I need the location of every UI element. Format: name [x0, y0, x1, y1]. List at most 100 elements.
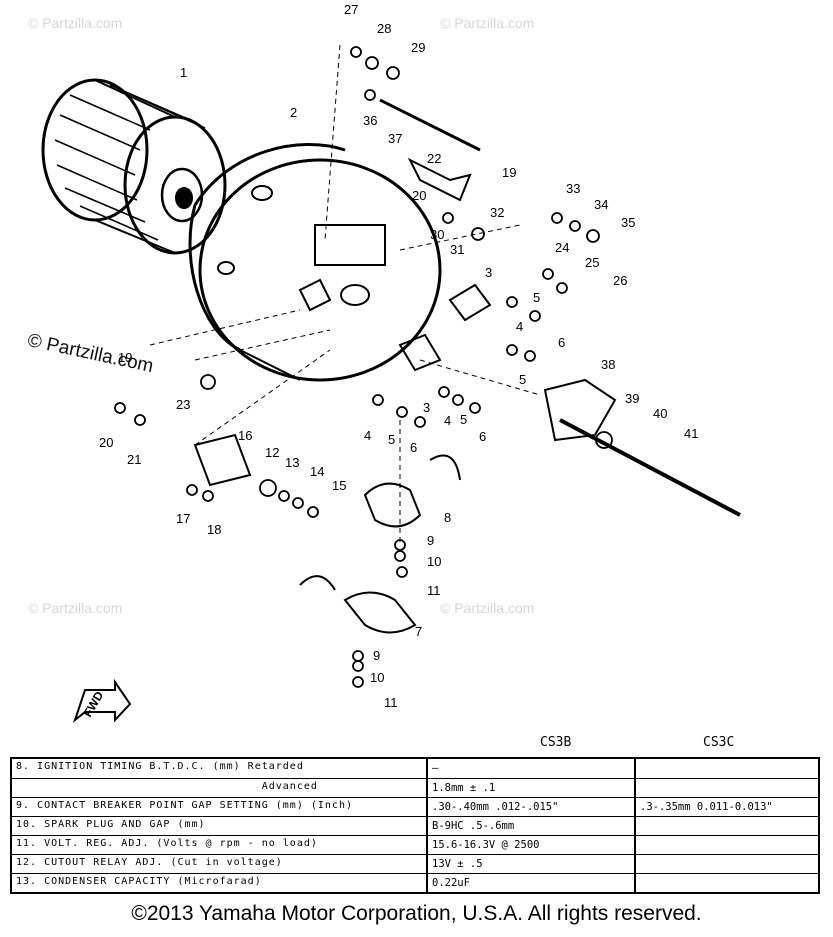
- part-callout: 30: [430, 227, 444, 242]
- long-bolt-part: [379, 98, 481, 152]
- row-label: 10. SPARK PLUG AND GAP (mm): [16, 819, 206, 830]
- part-callout: 6: [479, 429, 486, 444]
- condenser-part: [343, 591, 417, 634]
- row-label: 11. VOLT. REG. ADJ. (Volts @ rpm - no lo…: [16, 838, 318, 849]
- part-callout: 27: [344, 2, 358, 17]
- bracket-part: [407, 157, 472, 202]
- part-callout: 21: [127, 452, 141, 467]
- part-callout: 19: [502, 165, 516, 180]
- part-callout: 31: [450, 242, 464, 257]
- watermark: © Partzilla.com: [28, 15, 123, 31]
- bracket-plate-part: [193, 433, 252, 487]
- part-callout: 18: [207, 522, 221, 537]
- part-callout: 39: [625, 391, 639, 406]
- part-callout: 6: [410, 440, 417, 455]
- part-callout: 2: [290, 105, 297, 120]
- cs3b-value: 13V ± .5: [426, 855, 634, 873]
- part-callout: 16: [238, 428, 252, 443]
- table-row: 12. CUTOUT RELAY ADJ. (Cut in voltage) 1…: [12, 854, 818, 873]
- part-callout: 9: [373, 648, 380, 663]
- contact-breaker-part: [448, 283, 492, 322]
- table-row: 11. VOLT. REG. ADJ. (Volts @ rpm - no lo…: [12, 835, 818, 854]
- part-callout: 3: [485, 265, 492, 280]
- exploded-parts-diagram: 1 2 3 3 4 4 4 5 5 5 5 6 6 6 7 8 9 9 10 1…: [41, 2, 741, 723]
- fwd-arrow-icon: [72, 678, 132, 723]
- part-callout: 4: [444, 413, 451, 428]
- table-row: Advanced 1.8mm ± .1: [12, 778, 818, 797]
- part-callout: 5: [460, 412, 467, 427]
- part-callout: 1: [180, 65, 187, 80]
- part-callout: 10: [427, 554, 441, 569]
- part-callout: 11: [427, 583, 441, 598]
- cs3b-value: .30-.40mm .012-.015": [426, 798, 634, 816]
- part-callout: 20: [412, 188, 426, 203]
- condenser-lead-part: [299, 575, 336, 591]
- condenser-lead-part: [429, 454, 461, 481]
- cs3c-value: [634, 874, 818, 892]
- part-callout: 11: [384, 695, 398, 710]
- part-callout: 29: [411, 40, 425, 55]
- part-callout: 12: [265, 445, 279, 460]
- cs3b-value: —: [426, 759, 634, 778]
- part-callout: 5: [519, 372, 526, 387]
- cam-plate-part: [543, 378, 617, 442]
- table-row: 9. CONTACT BREAKER POINT GAP SETTING (mm…: [12, 797, 818, 816]
- part-callout: 7: [415, 624, 422, 639]
- part-callout: 23: [176, 397, 190, 412]
- part-callout: 14: [310, 464, 324, 479]
- part-callout: 4: [364, 428, 371, 443]
- contact-breaker-part: [398, 333, 442, 372]
- part-callout: 26: [613, 273, 627, 288]
- row-label: 12. CUTOUT RELAY ADJ. (Cut in voltage): [16, 857, 283, 868]
- part-callout: 38: [601, 357, 615, 372]
- table-row: 8. IGNITION TIMING B.T.D.C. (mm) Retarde…: [12, 759, 818, 778]
- cs3c-value: [634, 779, 818, 797]
- cs3c-value: [634, 836, 818, 854]
- part-callout: 5: [388, 432, 395, 447]
- part-callout: 37: [388, 131, 402, 146]
- watermark: © Partzilla.com: [440, 600, 535, 616]
- part-callout: 4: [516, 319, 523, 334]
- part-callout: 10: [370, 670, 384, 685]
- watermark: © Partzilla.com: [28, 600, 123, 616]
- condenser-part: [363, 482, 422, 528]
- row-label: 13. CONDENSER CAPACITY (Microfarad): [16, 876, 262, 887]
- part-callout: 36: [363, 113, 377, 128]
- part-callout: 32: [490, 205, 504, 220]
- specification-table: 8. IGNITION TIMING B.T.D.C. (mm) Retarde…: [10, 757, 820, 894]
- part-callout: 9: [427, 533, 434, 548]
- stator-housing-part: [188, 143, 442, 382]
- part-callout: 35: [621, 215, 635, 230]
- cs3c-value: [634, 855, 818, 873]
- part-callout: 17: [176, 511, 190, 526]
- part-callout: 33: [566, 181, 580, 196]
- part-callout: 25: [585, 255, 599, 270]
- table-row: 13. CONDENSER CAPACITY (Microfarad) 0.22…: [12, 873, 818, 892]
- watermark: © Partzilla.com: [440, 15, 535, 31]
- part-callout: 5: [533, 290, 540, 305]
- part-callout: 3: [423, 400, 430, 415]
- part-callout: 41: [684, 426, 698, 441]
- part-callout: 8: [444, 510, 451, 525]
- cs3b-value: 1.8mm ± .1: [426, 779, 634, 797]
- part-callout: 24: [555, 240, 569, 255]
- part-callout: 22: [427, 151, 441, 166]
- part-callout: 15: [332, 478, 346, 493]
- row-label: Advanced: [16, 781, 318, 792]
- part-callout: 13: [285, 455, 299, 470]
- column-header-cs3b: CS3B: [540, 735, 572, 750]
- part-callout: 40: [653, 406, 667, 421]
- copyright-notice: ©2013 Yamaha Motor Corporation, U.S.A. A…: [131, 902, 702, 925]
- cs3b-value: 15.6-16.3V @ 2500: [426, 836, 634, 854]
- part-callout: 20: [99, 435, 113, 450]
- rotor-part: [41, 78, 227, 255]
- part-callout: 34: [594, 197, 608, 212]
- cs3b-value: 0.22uF: [426, 874, 634, 892]
- cs3c-value: [634, 759, 818, 778]
- part-callout: 6: [558, 335, 565, 350]
- cs3b-value: B-9HC .5-.6mm: [426, 817, 634, 835]
- cs3c-value: [634, 817, 818, 835]
- row-label: 8. IGNITION TIMING B.T.D.C. (mm) Retarde…: [16, 761, 304, 772]
- row-label: 9. CONTACT BREAKER POINT GAP SETTING (mm…: [16, 800, 353, 811]
- column-header-cs3c: CS3C: [703, 735, 735, 750]
